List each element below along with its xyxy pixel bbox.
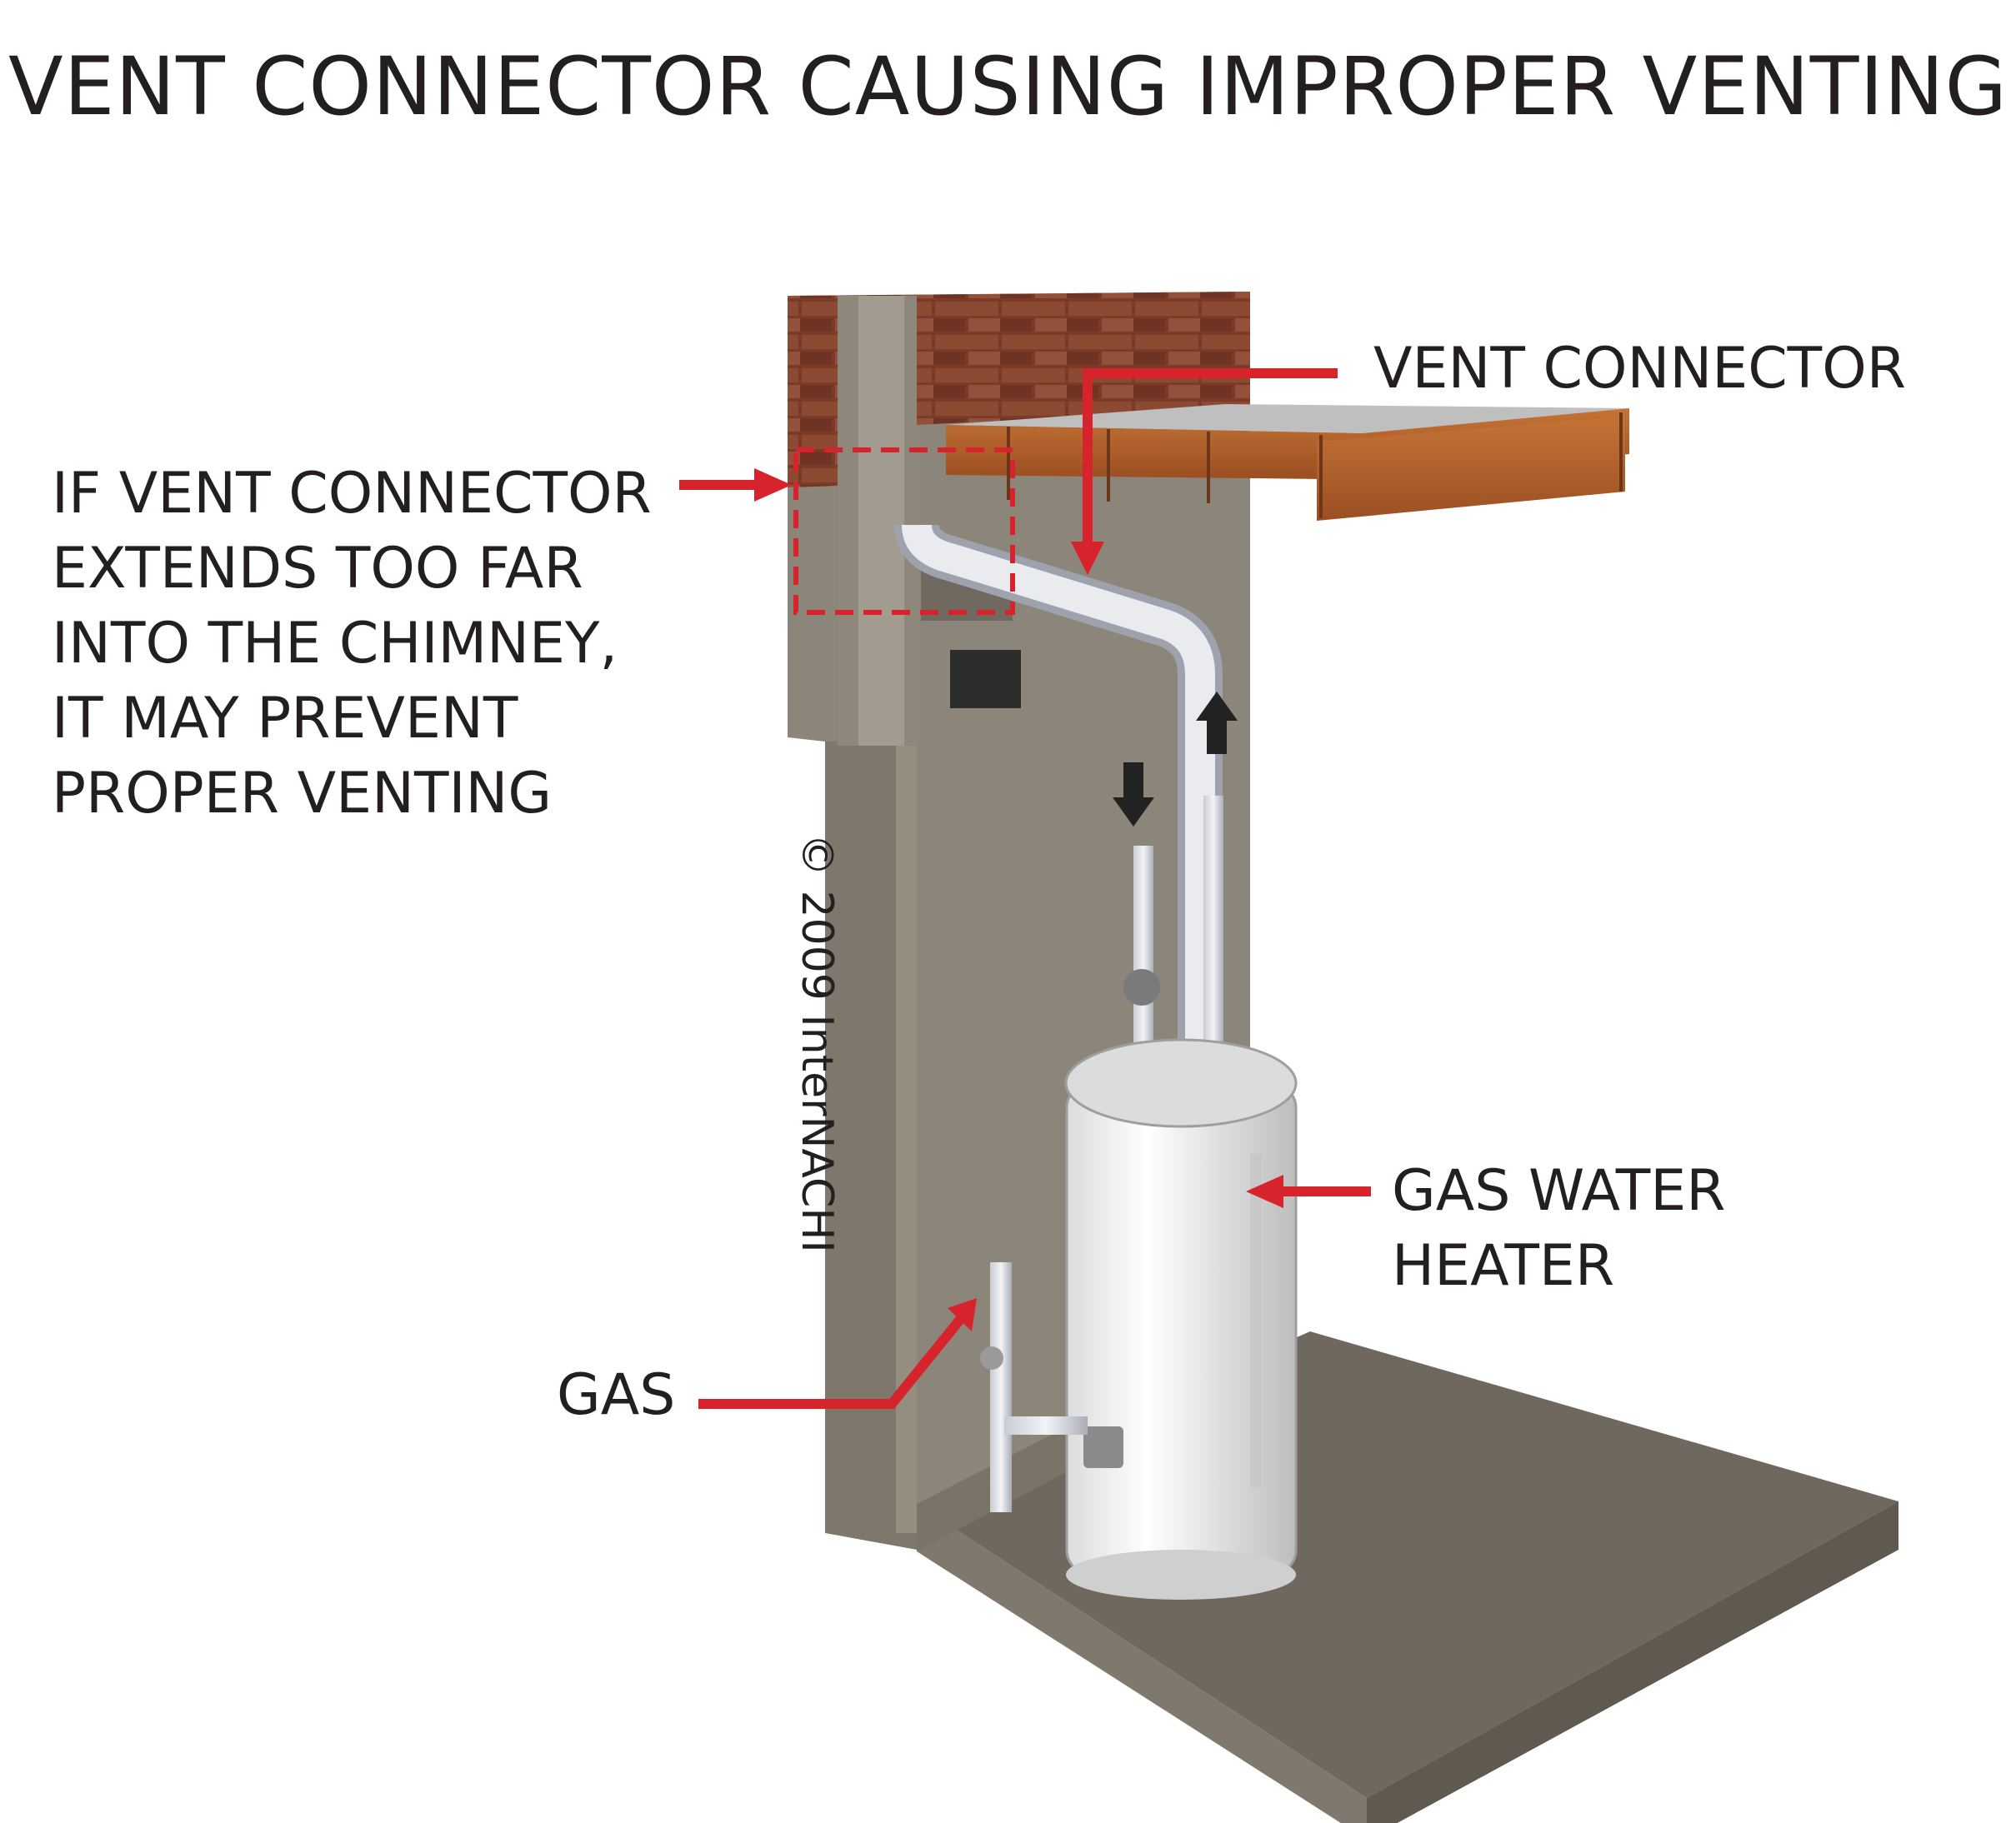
warning-callout <box>679 468 792 502</box>
arrow-down-icon <box>1113 762 1154 827</box>
water-lines <box>1123 796 1223 1075</box>
gas-line <box>980 1262 1088 1512</box>
gas-callout <box>698 1298 977 1409</box>
gas-water-heater-label: GAS WATER HEATER <box>1392 1154 1726 1304</box>
vent-connector-callout <box>1071 368 1338 575</box>
gas-water-heater <box>1064 1038 1298 1600</box>
warning-line: PROPER VENTING <box>52 761 553 827</box>
brick-chimney <box>788 292 1250 746</box>
warning-label: IF VENT CONNECTOR EXTENDS TOO FAR INTO T… <box>52 457 652 832</box>
heater-callout <box>1246 1175 1371 1208</box>
warning-line: EXTENDS TOO FAR <box>52 536 583 602</box>
warning-line: IF VENT CONNECTOR <box>52 461 652 527</box>
heater-label-line: GAS WATER <box>1392 1158 1726 1224</box>
diagram-title: VENT CONNECTOR CAUSING IMPROPER VENTING <box>8 40 2008 133</box>
chimney-highlight-box <box>793 447 1015 615</box>
arrow-up-icon <box>1196 692 1238 754</box>
vent-connector-pipe <box>894 522 1223 1054</box>
gas-label: GAS <box>557 1362 676 1428</box>
warning-line: IT MAY PREVENT <box>52 686 518 752</box>
copyright-text: © 2009 InterNACHI <box>792 833 842 1253</box>
vent-connector-label: VENT CONNECTOR <box>1373 336 1906 402</box>
heater-label-line: HEATER <box>1392 1233 1615 1299</box>
warning-line: INTO THE CHIMNEY, <box>52 611 618 677</box>
floor-joists <box>946 404 1629 521</box>
